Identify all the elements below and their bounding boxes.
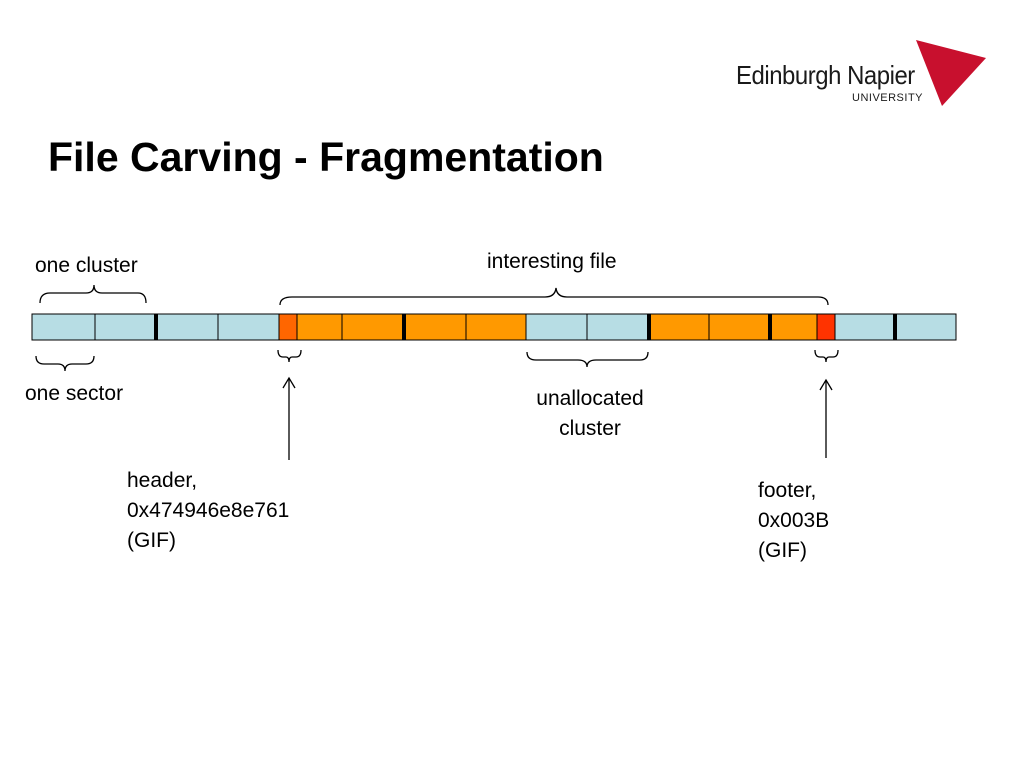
university-logo: Edinburgh Napier UNIVERSITY bbox=[736, 38, 992, 108]
sector-1-free bbox=[31, 313, 96, 341]
footer-label-line1: footer, bbox=[758, 479, 817, 502]
footer-label: footer, 0x003B (GIF) bbox=[758, 476, 829, 566]
header-label-line2: 0x474946e8e761 bbox=[127, 499, 290, 522]
logo-name: Edinburgh Napier bbox=[736, 60, 915, 90]
footer-label-line2: 0x003B bbox=[758, 509, 830, 532]
one-sector-label: one sector bbox=[25, 382, 124, 405]
sector-strip bbox=[31, 313, 957, 341]
sector-7-file bbox=[341, 313, 405, 341]
header-label-line1: header, bbox=[127, 469, 198, 492]
sector-6-file bbox=[296, 313, 343, 341]
sector-4-free bbox=[217, 313, 280, 341]
unallocated-label-line1: unallocated bbox=[536, 387, 644, 410]
header-arrowhead bbox=[282, 376, 296, 389]
one-cluster-label: one cluster bbox=[35, 254, 138, 277]
sector-15-footer bbox=[816, 313, 836, 341]
sector-3-free bbox=[155, 313, 219, 341]
sector-14-file bbox=[769, 313, 818, 341]
sector-8-file bbox=[403, 313, 467, 341]
header-label: header, 0x474946e8e761 (GIF) bbox=[127, 466, 289, 556]
sector-9-file bbox=[465, 313, 527, 341]
sector-11-free bbox=[586, 313, 650, 341]
page-title: File Carving - Fragmentation bbox=[48, 134, 604, 180]
sector-16-free bbox=[834, 313, 896, 341]
sector-12-file bbox=[648, 313, 710, 341]
footer-arrowhead bbox=[819, 378, 833, 391]
interesting-file-brace bbox=[279, 287, 829, 306]
unallocated-brace bbox=[526, 351, 649, 368]
interesting-file-label: interesting file bbox=[487, 250, 617, 273]
logo-subtitle: UNIVERSITY bbox=[852, 92, 924, 104]
unallocated-label-line2: cluster bbox=[559, 417, 621, 440]
sector-13-file bbox=[708, 313, 771, 341]
footer-label-line3: (GIF) bbox=[758, 539, 807, 562]
sector-5-header bbox=[278, 313, 298, 341]
header-brace bbox=[277, 349, 302, 363]
sector-17-free bbox=[894, 313, 957, 341]
sector-2-free bbox=[94, 313, 157, 341]
one-cluster-brace bbox=[39, 284, 147, 304]
one-sector-brace bbox=[35, 355, 95, 372]
sector-10-free bbox=[525, 313, 588, 341]
unallocated-cluster-label: unallocated cluster bbox=[510, 384, 670, 444]
logo-triangle-icon bbox=[916, 40, 986, 106]
header-label-line3: (GIF) bbox=[127, 529, 176, 552]
footer-brace bbox=[814, 349, 839, 363]
